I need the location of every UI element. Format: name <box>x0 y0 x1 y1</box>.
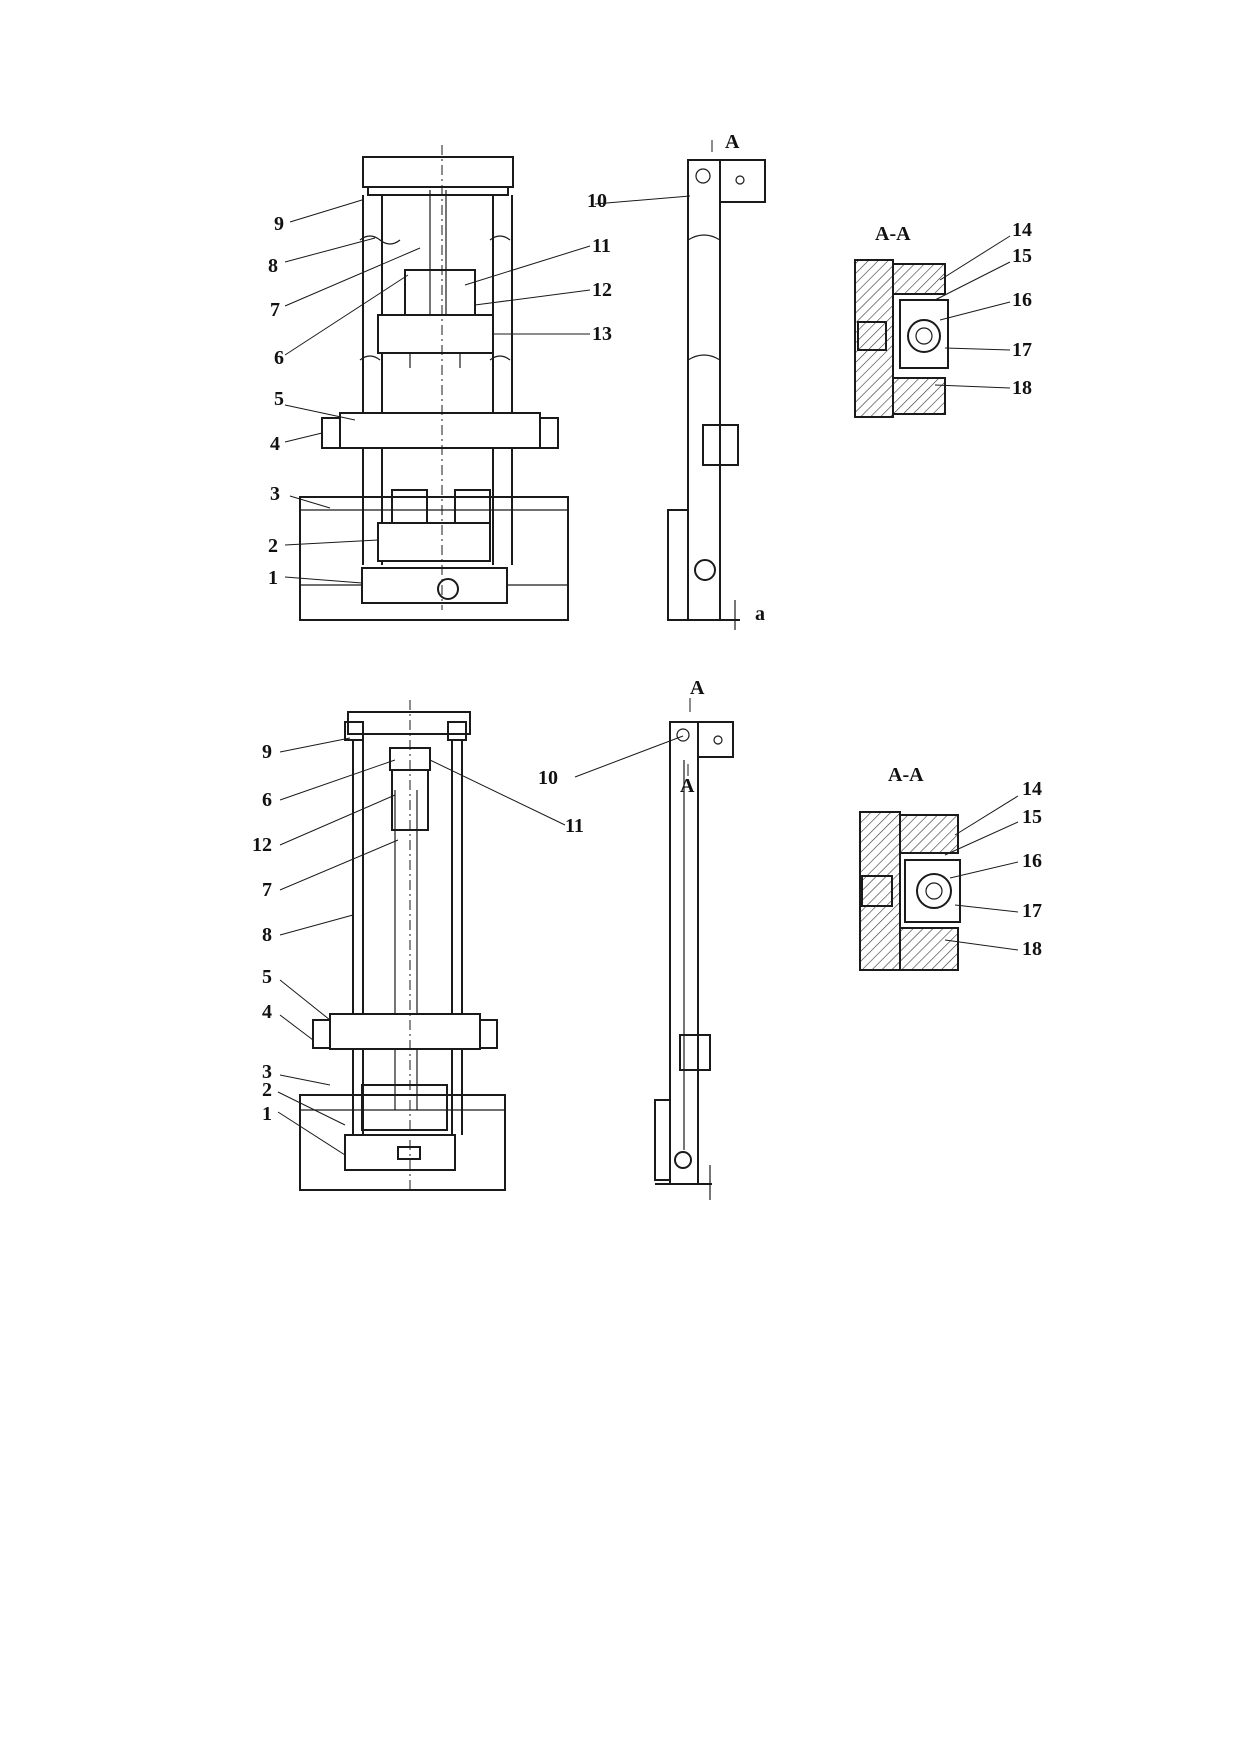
label-6-lower: 6 <box>262 789 272 811</box>
label-7-lower: 7 <box>262 879 272 901</box>
label-3: 3 <box>270 483 280 505</box>
label-8-lower: 8 <box>262 924 272 946</box>
label-10-lower: 10 <box>538 767 558 789</box>
label-12: 12 <box>592 279 612 301</box>
label-6: 6 <box>274 347 284 369</box>
section-mark-a-top: A <box>690 677 705 699</box>
lower-side-view <box>574 698 734 1200</box>
label-10: 10 <box>587 190 607 212</box>
label-14: 14 <box>1012 219 1032 241</box>
base-plate-lower <box>299 1094 506 1191</box>
upper-front-view <box>284 145 591 621</box>
base-plate <box>299 496 569 621</box>
crossbeam <box>339 412 541 449</box>
section-title-lower: A-A <box>888 764 924 786</box>
label-12-lower: 12 <box>252 834 272 856</box>
label-16: 16 <box>1012 289 1032 311</box>
bottom-carriage <box>361 567 508 604</box>
bottom-carriage-lower <box>344 1134 456 1171</box>
label-18-lower: 18 <box>1022 938 1042 960</box>
label-5-lower: 5 <box>262 966 272 988</box>
lower-front-view <box>277 700 566 1191</box>
label-17: 17 <box>1012 339 1032 361</box>
crossbeam-lower <box>329 1013 481 1050</box>
label-4-lower: 4 <box>262 1001 272 1023</box>
label-5: 5 <box>274 388 284 410</box>
section-mark-a-bottom: A <box>680 775 695 797</box>
label-16-lower: 16 <box>1022 850 1042 872</box>
upper-section-aa <box>854 235 1011 418</box>
label-7: 7 <box>270 299 280 321</box>
label-8: 8 <box>268 255 278 277</box>
label-18: 18 <box>1012 377 1032 399</box>
label-2: 2 <box>268 535 278 557</box>
section-mark-a: A <box>725 131 740 153</box>
lower-block <box>377 522 491 562</box>
label-1-lower: 1 <box>262 1103 272 1125</box>
label-1: 1 <box>268 567 278 589</box>
lower-section-aa <box>859 795 1019 971</box>
label-15: 15 <box>1012 245 1032 267</box>
top-crossbar <box>362 156 514 188</box>
dim-mark-a: a <box>755 603 765 625</box>
upper-side-view <box>594 140 766 630</box>
label-15-lower: 15 <box>1022 806 1042 828</box>
label-9: 9 <box>274 213 284 235</box>
label-4: 4 <box>270 433 280 455</box>
label-11-lower: 11 <box>565 815 584 837</box>
label-2-lower: 2 <box>262 1079 272 1101</box>
upper-slide-block <box>377 314 494 354</box>
section-title: A-A <box>875 223 911 245</box>
label-3-lower: 3 <box>262 1061 272 1083</box>
label-11: 11 <box>592 235 611 257</box>
label-13: 13 <box>592 323 612 345</box>
label-17-lower: 17 <box>1022 900 1042 922</box>
label-9-lower: 9 <box>262 741 272 763</box>
label-14-lower: 14 <box>1022 778 1042 800</box>
